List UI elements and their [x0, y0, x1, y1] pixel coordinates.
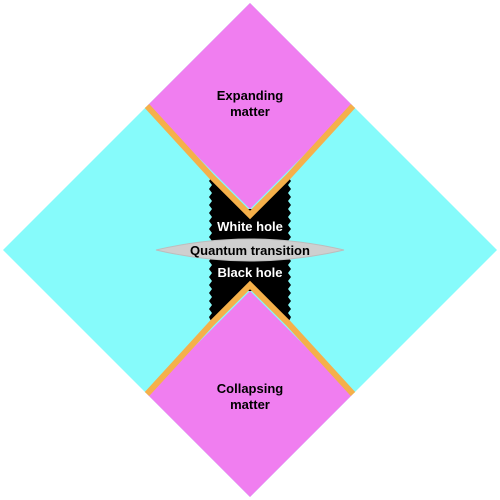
right-jagged-edge	[288, 177, 291, 323]
quantum-transition-lens	[155, 238, 345, 262]
black-hole-label: Black hole	[217, 265, 282, 280]
matter-shell-lines	[144, 103, 356, 397]
upper-shell-line	[144, 103, 356, 220]
left-jagged-edge	[209, 177, 212, 323]
white-hole-label: White hole	[217, 219, 283, 234]
quantum-transition-label: Quantum transition	[190, 243, 310, 258]
collapsing-label-line2: matter	[230, 397, 270, 412]
collapsing-label-line1: Collapsing	[217, 381, 284, 396]
lower-shell-line	[144, 280, 356, 397]
expanding-label-line2: matter	[230, 104, 270, 119]
expanding-label-line1: Expanding	[217, 88, 284, 103]
expanding-matter-region	[147, 3, 353, 209]
collapsing-matter-region	[147, 291, 353, 497]
